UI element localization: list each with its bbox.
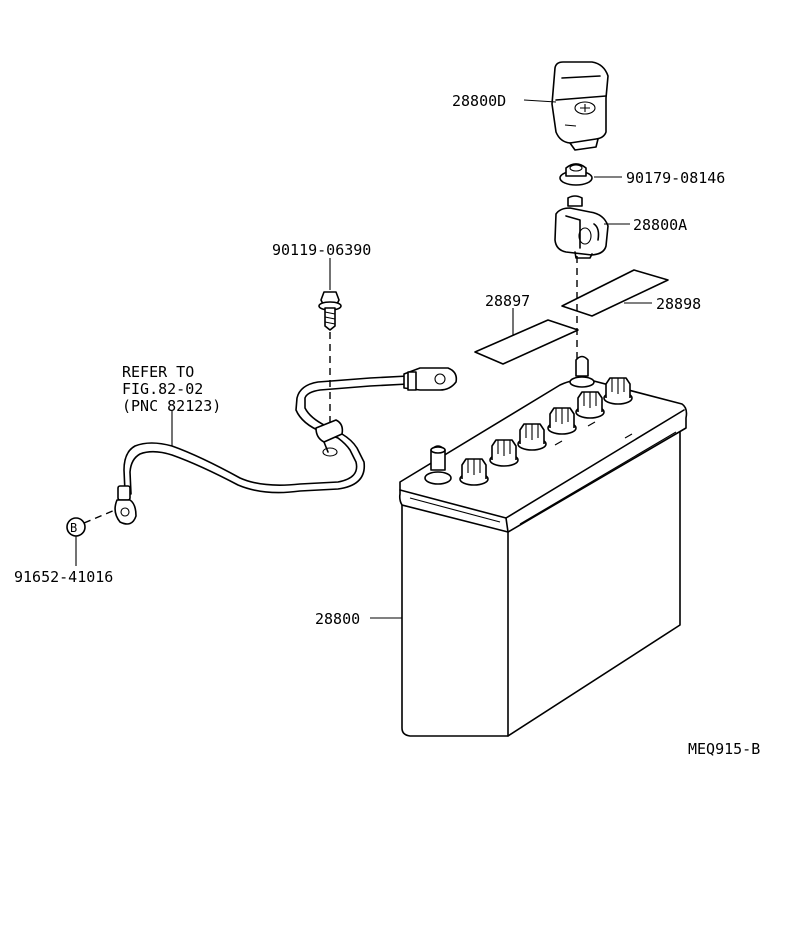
bolt-marker-b: B <box>66 517 86 537</box>
positive-terminal-post <box>569 355 595 388</box>
cable-terminal-end <box>403 367 458 391</box>
terminal-cover <box>551 61 609 151</box>
assembly-lines <box>83 256 578 524</box>
terminal-nut <box>559 163 593 186</box>
label-battery: 28800 <box>315 610 360 628</box>
label-bolt: 90119-06390 <box>272 241 371 259</box>
reference-note-line1: REFER TO <box>122 363 194 381</box>
label-sticker-left: 28897 <box>485 292 530 310</box>
part-number-labels: 28800D 90179-08146 28800A 28897 28898 90… <box>14 92 760 758</box>
battery <box>398 355 688 737</box>
label-sheet-28898 <box>561 269 669 317</box>
ground-ring-terminal <box>114 485 137 525</box>
bolt-marker-letter: B <box>70 521 77 535</box>
label-ground-bolt: 91652-41016 <box>14 568 113 586</box>
terminal-clamp <box>554 195 609 259</box>
label-nut: 90179-08146 <box>626 169 725 187</box>
label-cover: 28800D <box>452 92 506 110</box>
ground-cable <box>123 375 409 495</box>
negative-terminal-post <box>424 445 452 485</box>
label-sticker-right: 28898 <box>656 295 701 313</box>
reference-note-line2: FIG.82-02 <box>122 380 203 398</box>
mounting-bolt <box>318 291 342 331</box>
reference-note-line3: (PNC 82123) <box>122 397 221 415</box>
vent-caps <box>459 377 633 486</box>
warning-labels <box>474 269 669 365</box>
label-terminal-clamp: 28800A <box>633 216 687 234</box>
figure-code: MEQ915-B <box>688 740 760 758</box>
label-sheet-28897 <box>474 319 579 365</box>
leader-lines <box>75 99 652 619</box>
